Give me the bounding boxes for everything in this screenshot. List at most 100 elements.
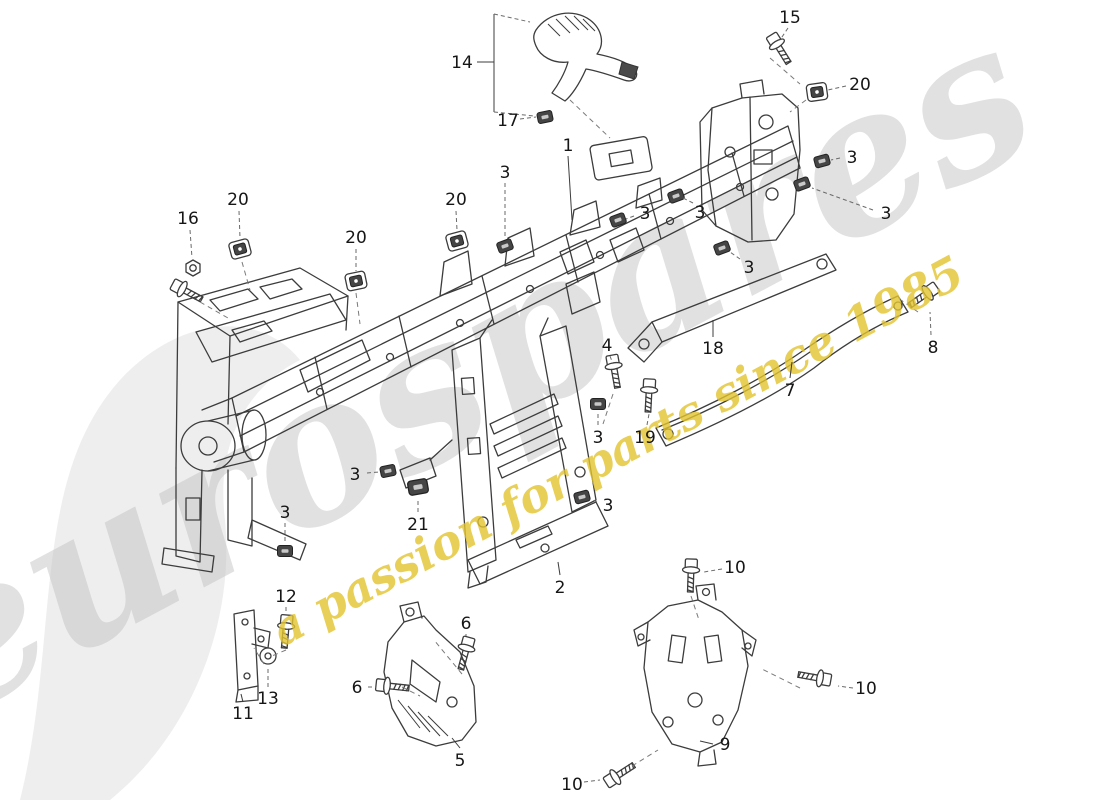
callout-13: 13 <box>257 666 279 709</box>
bolt-15 <box>763 29 797 69</box>
callout-number: 20 <box>345 228 367 248</box>
callout-number: 10 <box>724 558 746 578</box>
bolt-6b <box>374 675 411 698</box>
part-release-handle <box>533 12 639 102</box>
bolt-10b <box>796 665 833 690</box>
callout-20: 20 <box>445 190 467 231</box>
leader-line <box>703 568 723 573</box>
callout-number: 3 <box>744 258 755 278</box>
callout-3: 3 <box>682 197 706 223</box>
callout-number: 18 <box>702 339 724 359</box>
leader-line <box>583 779 601 783</box>
leader-line <box>557 561 561 576</box>
leader-line <box>811 187 874 211</box>
callout-10: 10 <box>561 775 601 795</box>
mount-20 <box>343 269 369 293</box>
callout-4: 4 <box>602 336 614 365</box>
leader-line <box>567 155 573 221</box>
callout-number: 7 <box>785 381 796 401</box>
callout-7: 7 <box>785 361 796 401</box>
callout-number: 3 <box>280 503 291 523</box>
watermark-swoosh <box>20 326 300 800</box>
callout-number: 20 <box>445 190 467 210</box>
leader-line <box>827 85 847 91</box>
part-side-bracket <box>233 609 271 703</box>
callout-8: 8 <box>928 311 939 358</box>
callout-2: 2 <box>555 561 566 598</box>
callout-18: 18 <box>702 320 724 359</box>
callout-number: 3 <box>593 428 604 448</box>
callout-21: 21 <box>407 498 429 535</box>
part-center-bracket <box>399 317 609 589</box>
callout-number: 15 <box>779 8 801 28</box>
callout-3: 3 <box>500 163 511 236</box>
callout-number: 10 <box>855 679 877 699</box>
callout-number: 4 <box>602 336 613 356</box>
callout-10: 10 <box>837 679 877 699</box>
callout-number: 3 <box>500 163 511 183</box>
callout-number: 1 <box>563 136 574 156</box>
callout-6: 6 <box>461 614 471 636</box>
callout-10: 10 <box>703 558 746 578</box>
callout-number: 20 <box>849 75 871 95</box>
callout-number: 16 <box>177 209 199 229</box>
callout-20: 20 <box>345 228 367 271</box>
callout-3: 3 <box>280 503 291 543</box>
callout-3: 3 <box>350 465 380 485</box>
leader-line <box>789 361 793 379</box>
leader-line <box>609 355 614 365</box>
clip-3 <box>277 545 293 557</box>
leader-line <box>519 116 537 120</box>
callout-3: 3 <box>593 412 604 448</box>
part-right-bracket <box>699 79 801 243</box>
bolt-10c <box>600 757 640 791</box>
leader-line <box>589 498 598 503</box>
leader-line <box>779 27 789 41</box>
callout-3: 3 <box>625 204 651 224</box>
part-support-bracket <box>633 583 757 767</box>
callout-number: 6 <box>352 678 363 698</box>
part-lower-bracket <box>383 601 477 747</box>
leader-line <box>682 197 694 204</box>
callout-number: 3 <box>640 204 651 224</box>
leader-line <box>929 311 932 336</box>
leader-line <box>837 685 854 689</box>
callout-number: 3 <box>603 496 614 516</box>
callout-number: 10 <box>561 775 583 795</box>
mount-20 <box>805 81 829 103</box>
callout-16: 16 <box>177 209 199 259</box>
callout-number: 13 <box>257 689 279 709</box>
leader-line <box>830 157 841 161</box>
mount-20 <box>227 237 253 261</box>
callout-12: 12 <box>275 587 297 614</box>
clip-17 <box>536 109 554 125</box>
callout-number: 11 <box>232 704 254 724</box>
callout-6: 6 <box>352 678 376 698</box>
nut-16 <box>185 259 201 277</box>
callout-1: 1 <box>563 136 574 221</box>
leader-line <box>240 693 244 703</box>
leader-line <box>238 210 241 239</box>
callout-3: 3 <box>729 251 755 278</box>
leader-line <box>451 737 461 749</box>
part-lower-brace <box>655 295 909 447</box>
callout-9: 9 <box>699 735 730 755</box>
callout-number: 14 <box>451 53 473 73</box>
callout-number: 8 <box>928 338 939 358</box>
part-left-bracket <box>161 267 371 573</box>
callout-17: 17 <box>497 111 537 131</box>
callout-number: 3 <box>847 148 858 168</box>
callout-20: 20 <box>827 75 871 95</box>
callout-number: 2 <box>555 578 566 598</box>
leader-line <box>189 229 193 259</box>
leader-line <box>493 13 531 23</box>
assembly-lines <box>199 57 919 767</box>
callout-3: 3 <box>830 148 858 168</box>
bolt-6a <box>451 634 479 673</box>
callout-11: 11 <box>232 693 254 724</box>
callout-number: 3 <box>881 204 892 224</box>
callout-number: 3 <box>695 203 706 223</box>
